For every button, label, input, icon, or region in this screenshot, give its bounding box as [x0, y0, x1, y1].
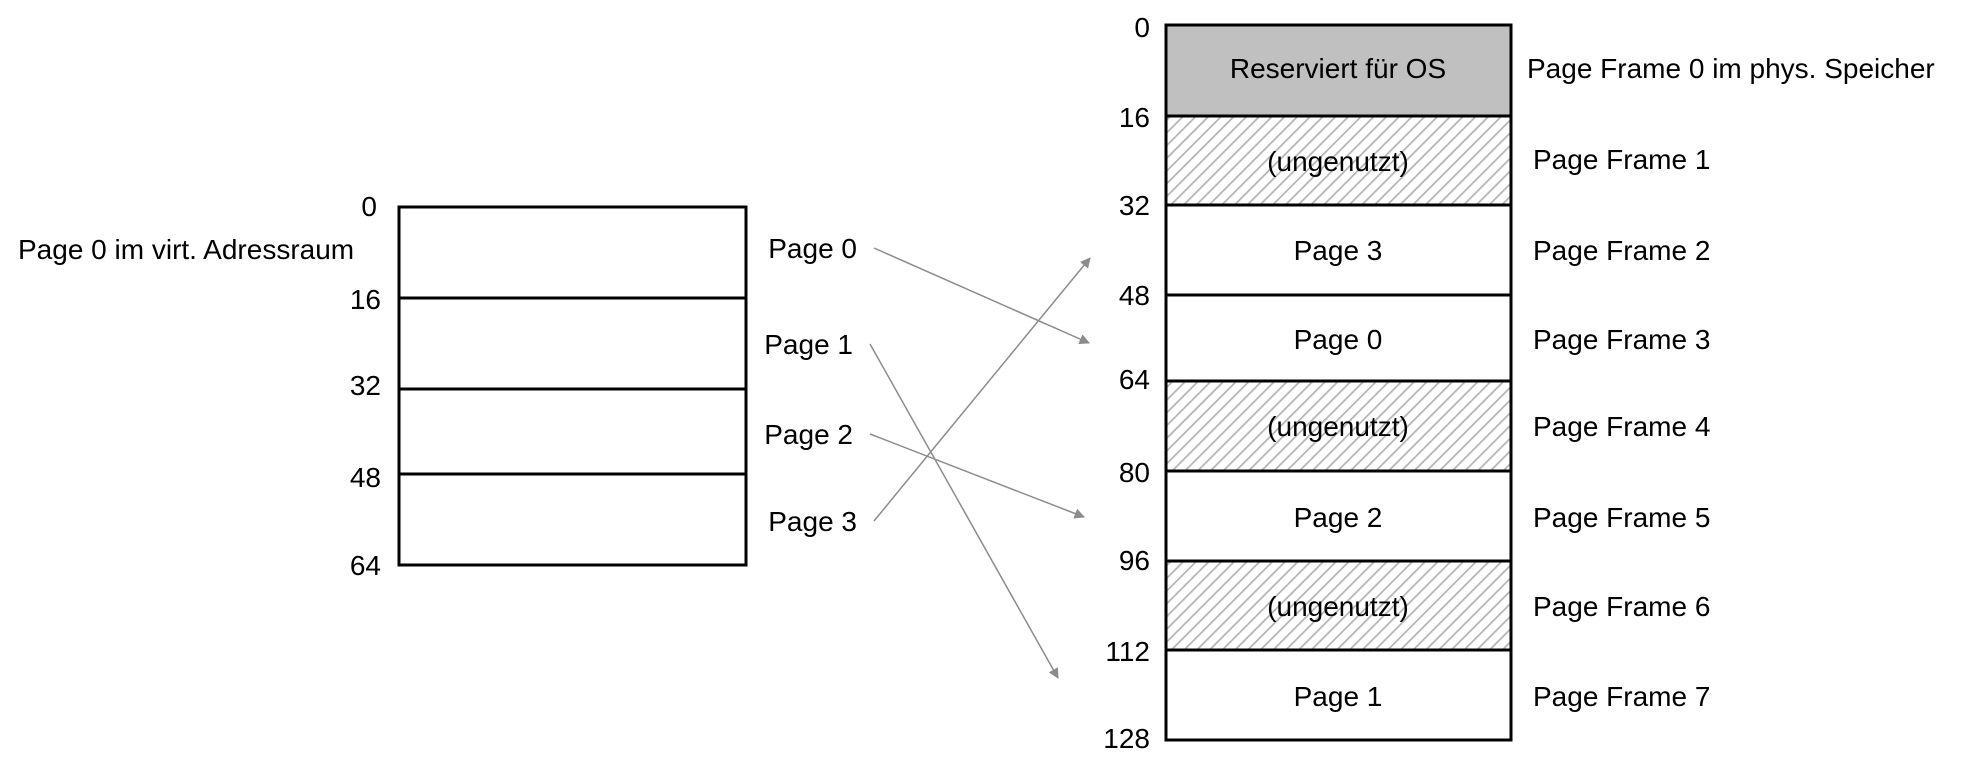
virtual-address-label: 16: [350, 284, 381, 315]
mapping-arrow-page1: [869, 343, 1059, 679]
frame-content: (ungenutzt): [1267, 591, 1409, 622]
page-frame-label: Page Frame 3: [1533, 324, 1710, 355]
frame-content: Page 1: [1294, 681, 1383, 712]
frame-content: (ungenutzt): [1267, 411, 1409, 442]
virtual-address-label: 0: [361, 191, 377, 222]
physical-address-label: 32: [1119, 190, 1150, 221]
virtual-page-label: Page 0: [768, 233, 857, 264]
physical-address-label: 96: [1119, 545, 1150, 576]
mapping-arrow-page0: [873, 247, 1090, 344]
virtual-address-space: 0 16 32 48 64 Page 0 im virt. Adressraum…: [18, 191, 857, 581]
physical-address-label: 48: [1119, 280, 1150, 311]
page-frame-label: Page Frame 2: [1533, 235, 1710, 266]
mapping-arrow-page2: [869, 433, 1085, 519]
virtual-caption: Page 0 im virt. Adressraum: [18, 234, 354, 265]
virtual-page-label: Page 2: [764, 419, 853, 450]
virtual-box: [397, 205, 748, 567]
physical-address-label: 16: [1119, 102, 1150, 133]
virtual-page-label: Page 3: [768, 506, 857, 537]
frame-6-unused: [1166, 561, 1511, 650]
page-frame-label: Page Frame 5: [1533, 502, 1710, 533]
frame-content: Page 2: [1294, 502, 1383, 533]
page-frame-label: Page Frame 0 im phys. Speicher: [1527, 53, 1935, 84]
page-frame-label: Page Frame 4: [1533, 411, 1710, 442]
physical-address-label: 64: [1119, 364, 1150, 395]
physical-address-label: 80: [1119, 457, 1150, 488]
physical-address-label: 112: [1105, 636, 1150, 667]
frame-4-unused: [1166, 381, 1511, 471]
virtual-address-label: 64: [350, 550, 381, 581]
frame-0-reserved: [1166, 25, 1511, 116]
frame-content: (ungenutzt): [1267, 146, 1409, 177]
mapping-arrow-page3: [873, 257, 1091, 522]
frame-content: Reserviert für OS: [1230, 53, 1446, 84]
virtual-page-label: Page 1: [764, 329, 853, 360]
frame-1-unused: [1166, 116, 1511, 205]
physical-memory: Reserviert für OS (ungenutzt) Page 3 Pag…: [1103, 12, 1934, 754]
mapping-arrows: [869, 247, 1091, 679]
virtual-address-label: 48: [350, 462, 381, 493]
page-frame-label: Page Frame 7: [1533, 681, 1710, 712]
physical-address-label: 0: [1134, 12, 1150, 43]
virtual-address-label: 32: [350, 370, 381, 401]
frame-content: Page 3: [1294, 235, 1383, 266]
page-frame-label: Page Frame 6: [1533, 591, 1710, 622]
frame-content: Page 0: [1294, 324, 1383, 355]
physical-address-label: 128: [1103, 723, 1150, 754]
page-frame-label: Page Frame 1: [1533, 144, 1710, 175]
